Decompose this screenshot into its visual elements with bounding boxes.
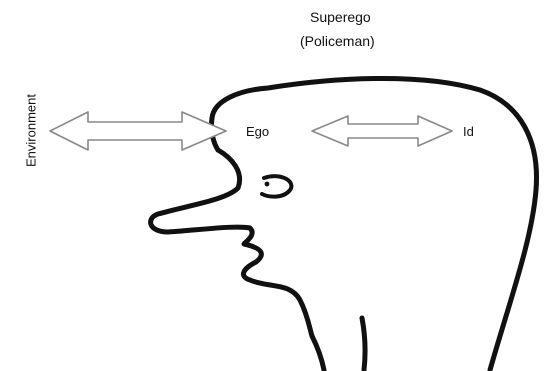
environment-label: Environment: [25, 86, 38, 176]
environment-ego-arrow: [50, 112, 226, 150]
ego-label: Ego: [246, 125, 269, 138]
eye-icon: [262, 176, 291, 196]
neck-front-line: [312, 336, 324, 370]
ego-id-arrow: [312, 116, 452, 146]
neck-back-line: [362, 318, 365, 370]
head-profile-outline: [212, 78, 537, 370]
pupil-dot: [265, 182, 270, 187]
superego-label: Superego: [310, 10, 371, 24]
superego-subtitle: (Policeman): [300, 34, 375, 48]
id-label: Id: [463, 125, 474, 138]
